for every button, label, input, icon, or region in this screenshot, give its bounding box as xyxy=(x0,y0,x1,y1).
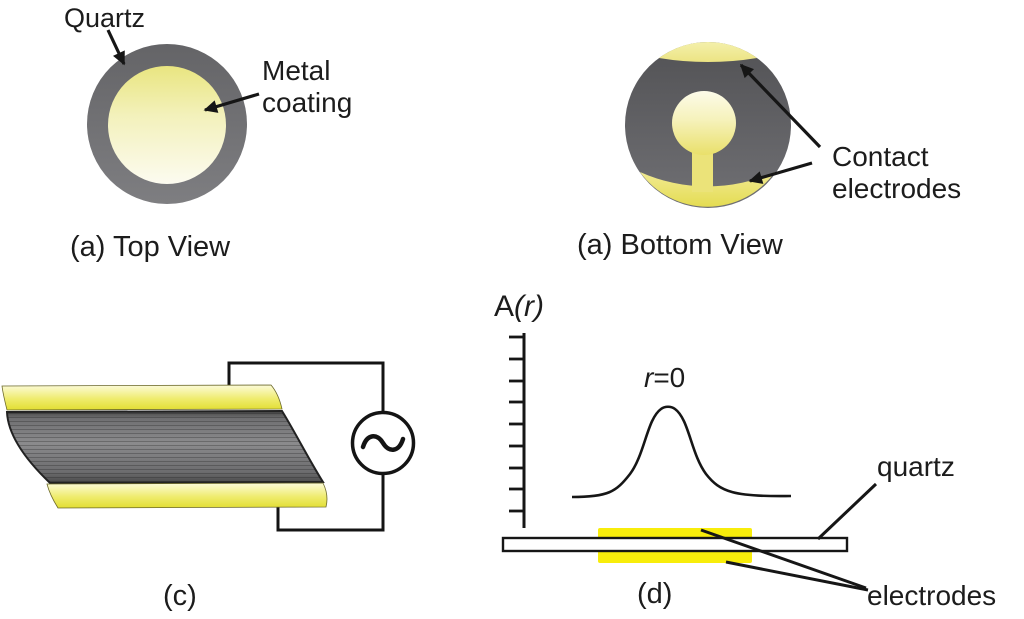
peak-position-label: r=0 xyxy=(644,362,685,394)
axis-tick-marks xyxy=(509,335,524,513)
metal-coating-pointer-arrow xyxy=(203,92,260,113)
peak-label-variable: r xyxy=(644,362,654,393)
metal-coating-disc xyxy=(108,66,226,184)
axis-label-prefix: A xyxy=(494,290,515,323)
sine-wave-icon xyxy=(360,434,406,452)
top-view-caption: (a) Top View xyxy=(70,231,231,263)
quartz-plate xyxy=(501,536,849,553)
bottom-view-caption: (a) Bottom View xyxy=(577,229,783,261)
quartz-pointer-arrow xyxy=(106,29,126,66)
electrodes-pointer-line-top xyxy=(700,528,867,590)
shear-circuit-diagram xyxy=(1,361,416,532)
contact-electrode-arrow-top xyxy=(739,63,822,149)
amplitude-axis-label: A(r) xyxy=(494,290,544,325)
top-electrode-strip xyxy=(1,384,283,411)
keyhole-electrode-pad xyxy=(672,91,736,155)
contact-electrode-arrow-bottom xyxy=(748,161,813,184)
top-wraparound-electrode xyxy=(659,41,757,63)
contact-electrodes-label: Contact electrodes xyxy=(832,141,962,205)
quartz-pointer-line xyxy=(816,482,878,541)
amplitude-bell-curve xyxy=(571,405,792,499)
quartz-label: Quartz xyxy=(64,3,146,33)
quartz-plate-label: quartz xyxy=(877,451,955,482)
top-view-diagram xyxy=(87,29,260,204)
electrodes-label: electrodes xyxy=(867,580,997,611)
bottom-view-diagram xyxy=(625,41,822,208)
shear-circuit-caption: (c) xyxy=(163,580,197,612)
slab-hatch-texture xyxy=(7,411,323,483)
electrodes-pointer-line-bottom xyxy=(725,560,869,592)
bottom-electrode-strip xyxy=(46,482,328,509)
axis-label-variable: (r) xyxy=(514,290,544,323)
amplitude-plot-diagram xyxy=(501,333,878,592)
top-wire xyxy=(227,361,385,414)
amplitude-plot-caption: (d) xyxy=(637,578,673,610)
metal-coating-label: Metal coating xyxy=(262,55,353,119)
bottom-wire xyxy=(276,472,385,532)
peak-label-value: =0 xyxy=(653,362,686,393)
